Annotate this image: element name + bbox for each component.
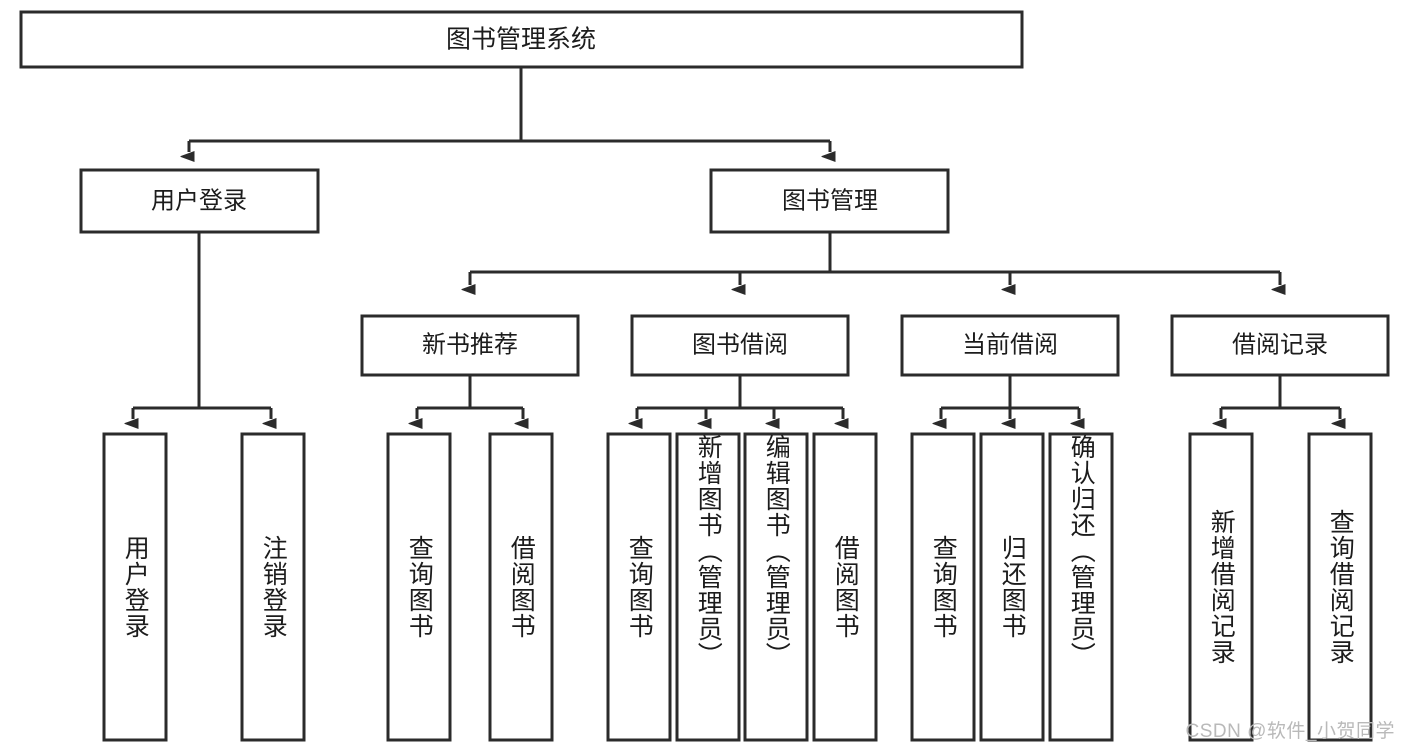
node-leaf-return-book[interactable] (979, 432, 1045, 742)
node-leaf-user-login[interactable] (102, 432, 168, 742)
csdn-watermark: CSDN @软件_小贺同学 (1185, 721, 1395, 742)
node-leaf-query-book-1[interactable] (386, 432, 452, 742)
connector-group-currentborrow-to-leaves (941, 375, 1079, 419)
connector-group-root-to-level2 (189, 67, 830, 152)
node-user-login-label: 用户登录 (151, 187, 247, 214)
node-borrow-record-label: 借阅记录 (1232, 331, 1328, 358)
node-leaf-borrow-book-1[interactable] (488, 432, 554, 742)
node-book-borrow-label: 图书借阅 (692, 331, 788, 358)
connector-group-newbook-to-leaves (417, 375, 523, 419)
node-leaf-add-book[interactable] (675, 432, 741, 742)
connector-group-userlogin-to-leaves (133, 232, 271, 419)
node-leaf-query-book-3[interactable] (910, 432, 976, 742)
node-leaf-borrow-book-2[interactable] (812, 432, 878, 742)
node-leaf-query-record[interactable] (1307, 432, 1373, 742)
node-root-label: 图书管理系统 (446, 26, 596, 54)
leaf-boxes (102, 432, 1373, 742)
node-new-book-recommend[interactable]: 新书推荐 (360, 314, 580, 377)
node-book-manage-label: 图书管理 (782, 187, 878, 214)
node-current-borrow-label: 当前借阅 (962, 331, 1058, 358)
node-user-login[interactable]: 用户登录 (79, 168, 320, 234)
connector-group-borrowrecord-to-leaves (1221, 375, 1340, 419)
node-leaf-query-book-2[interactable] (606, 432, 672, 742)
node-new-book-recommend-label: 新书推荐 (422, 331, 518, 358)
node-borrow-record[interactable]: 借阅记录 (1170, 314, 1390, 377)
node-book-manage[interactable]: 图书管理 (709, 168, 950, 234)
node-leaf-edit-book[interactable] (743, 432, 809, 742)
connector-group-bookborrow-to-leaves (637, 375, 843, 419)
connector-group-bookmanage-to-level3 (470, 232, 1280, 285)
node-book-borrow[interactable]: 图书借阅 (630, 314, 850, 377)
node-root[interactable]: 图书管理系统 (19, 10, 1024, 69)
node-leaf-confirm-return[interactable] (1048, 432, 1114, 742)
node-current-borrow[interactable]: 当前借阅 (900, 314, 1120, 377)
node-leaf-user-logout[interactable] (240, 432, 306, 742)
node-leaf-add-record[interactable] (1188, 432, 1254, 742)
